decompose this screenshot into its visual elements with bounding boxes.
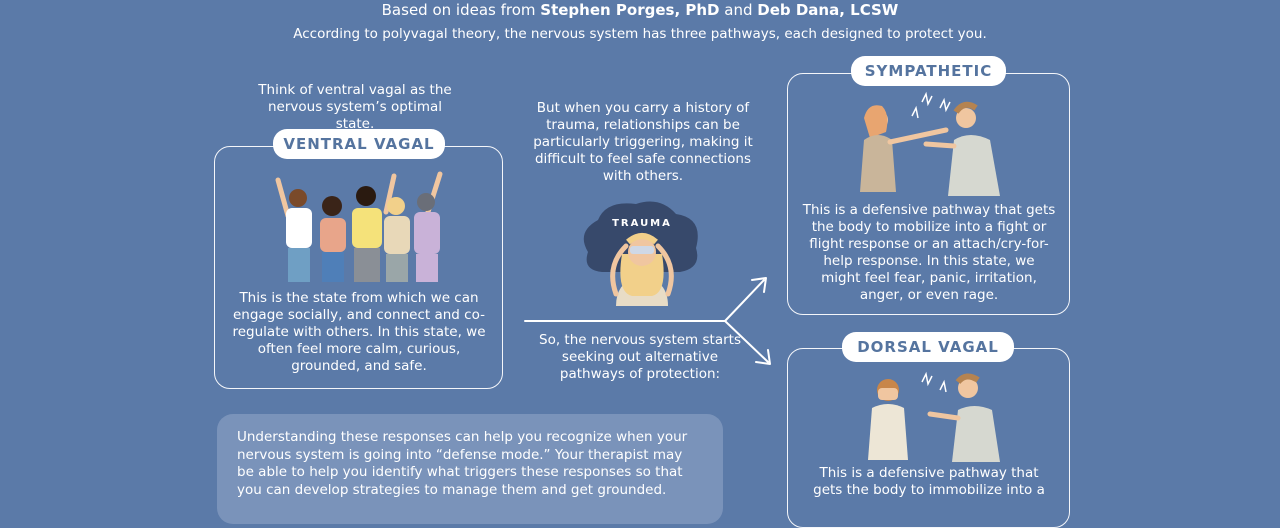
ventral-description: This is the state from which we can enga… <box>232 290 486 374</box>
arrow-caption: So, the nervous system starts seeking ou… <box>539 332 741 382</box>
ventral-vagal-label: VENTRAL VAGAL <box>273 129 445 159</box>
author-porges: Stephen Porges, PhD <box>540 1 720 19</box>
dorsal-description: This is a defensive pathway that gets th… <box>813 465 1045 498</box>
shutdown-illustration <box>868 371 1000 462</box>
argument-illustration <box>860 91 1000 196</box>
dorsal-vagal-label: DORSAL VAGAL <box>842 332 1014 362</box>
intro-text: According to polyvagal theory, the nervo… <box>293 26 987 42</box>
sympathetic-label: SYMPATHETIC <box>851 56 1006 86</box>
ventral-note: Think of ventral vagal as the nervous sy… <box>258 82 452 132</box>
understanding-box: Understanding these responses can help y… <box>217 414 723 524</box>
trauma-illustration: TRAUMA <box>583 201 698 306</box>
credit-line: Based on ideas from Stephen Porges, PhD … <box>381 1 899 19</box>
trauma-note: But when you carry a history of trauma, … <box>533 100 753 184</box>
branching-arrow <box>524 277 771 365</box>
understanding-text: Understanding these responses can help y… <box>237 429 688 498</box>
trauma-word: TRAUMA <box>612 218 672 229</box>
author-dana: Deb Dana, LCSW <box>757 1 899 19</box>
sympathetic-description: This is a defensive pathway that gets th… <box>802 202 1056 303</box>
happy-group-illustration <box>275 171 443 282</box>
